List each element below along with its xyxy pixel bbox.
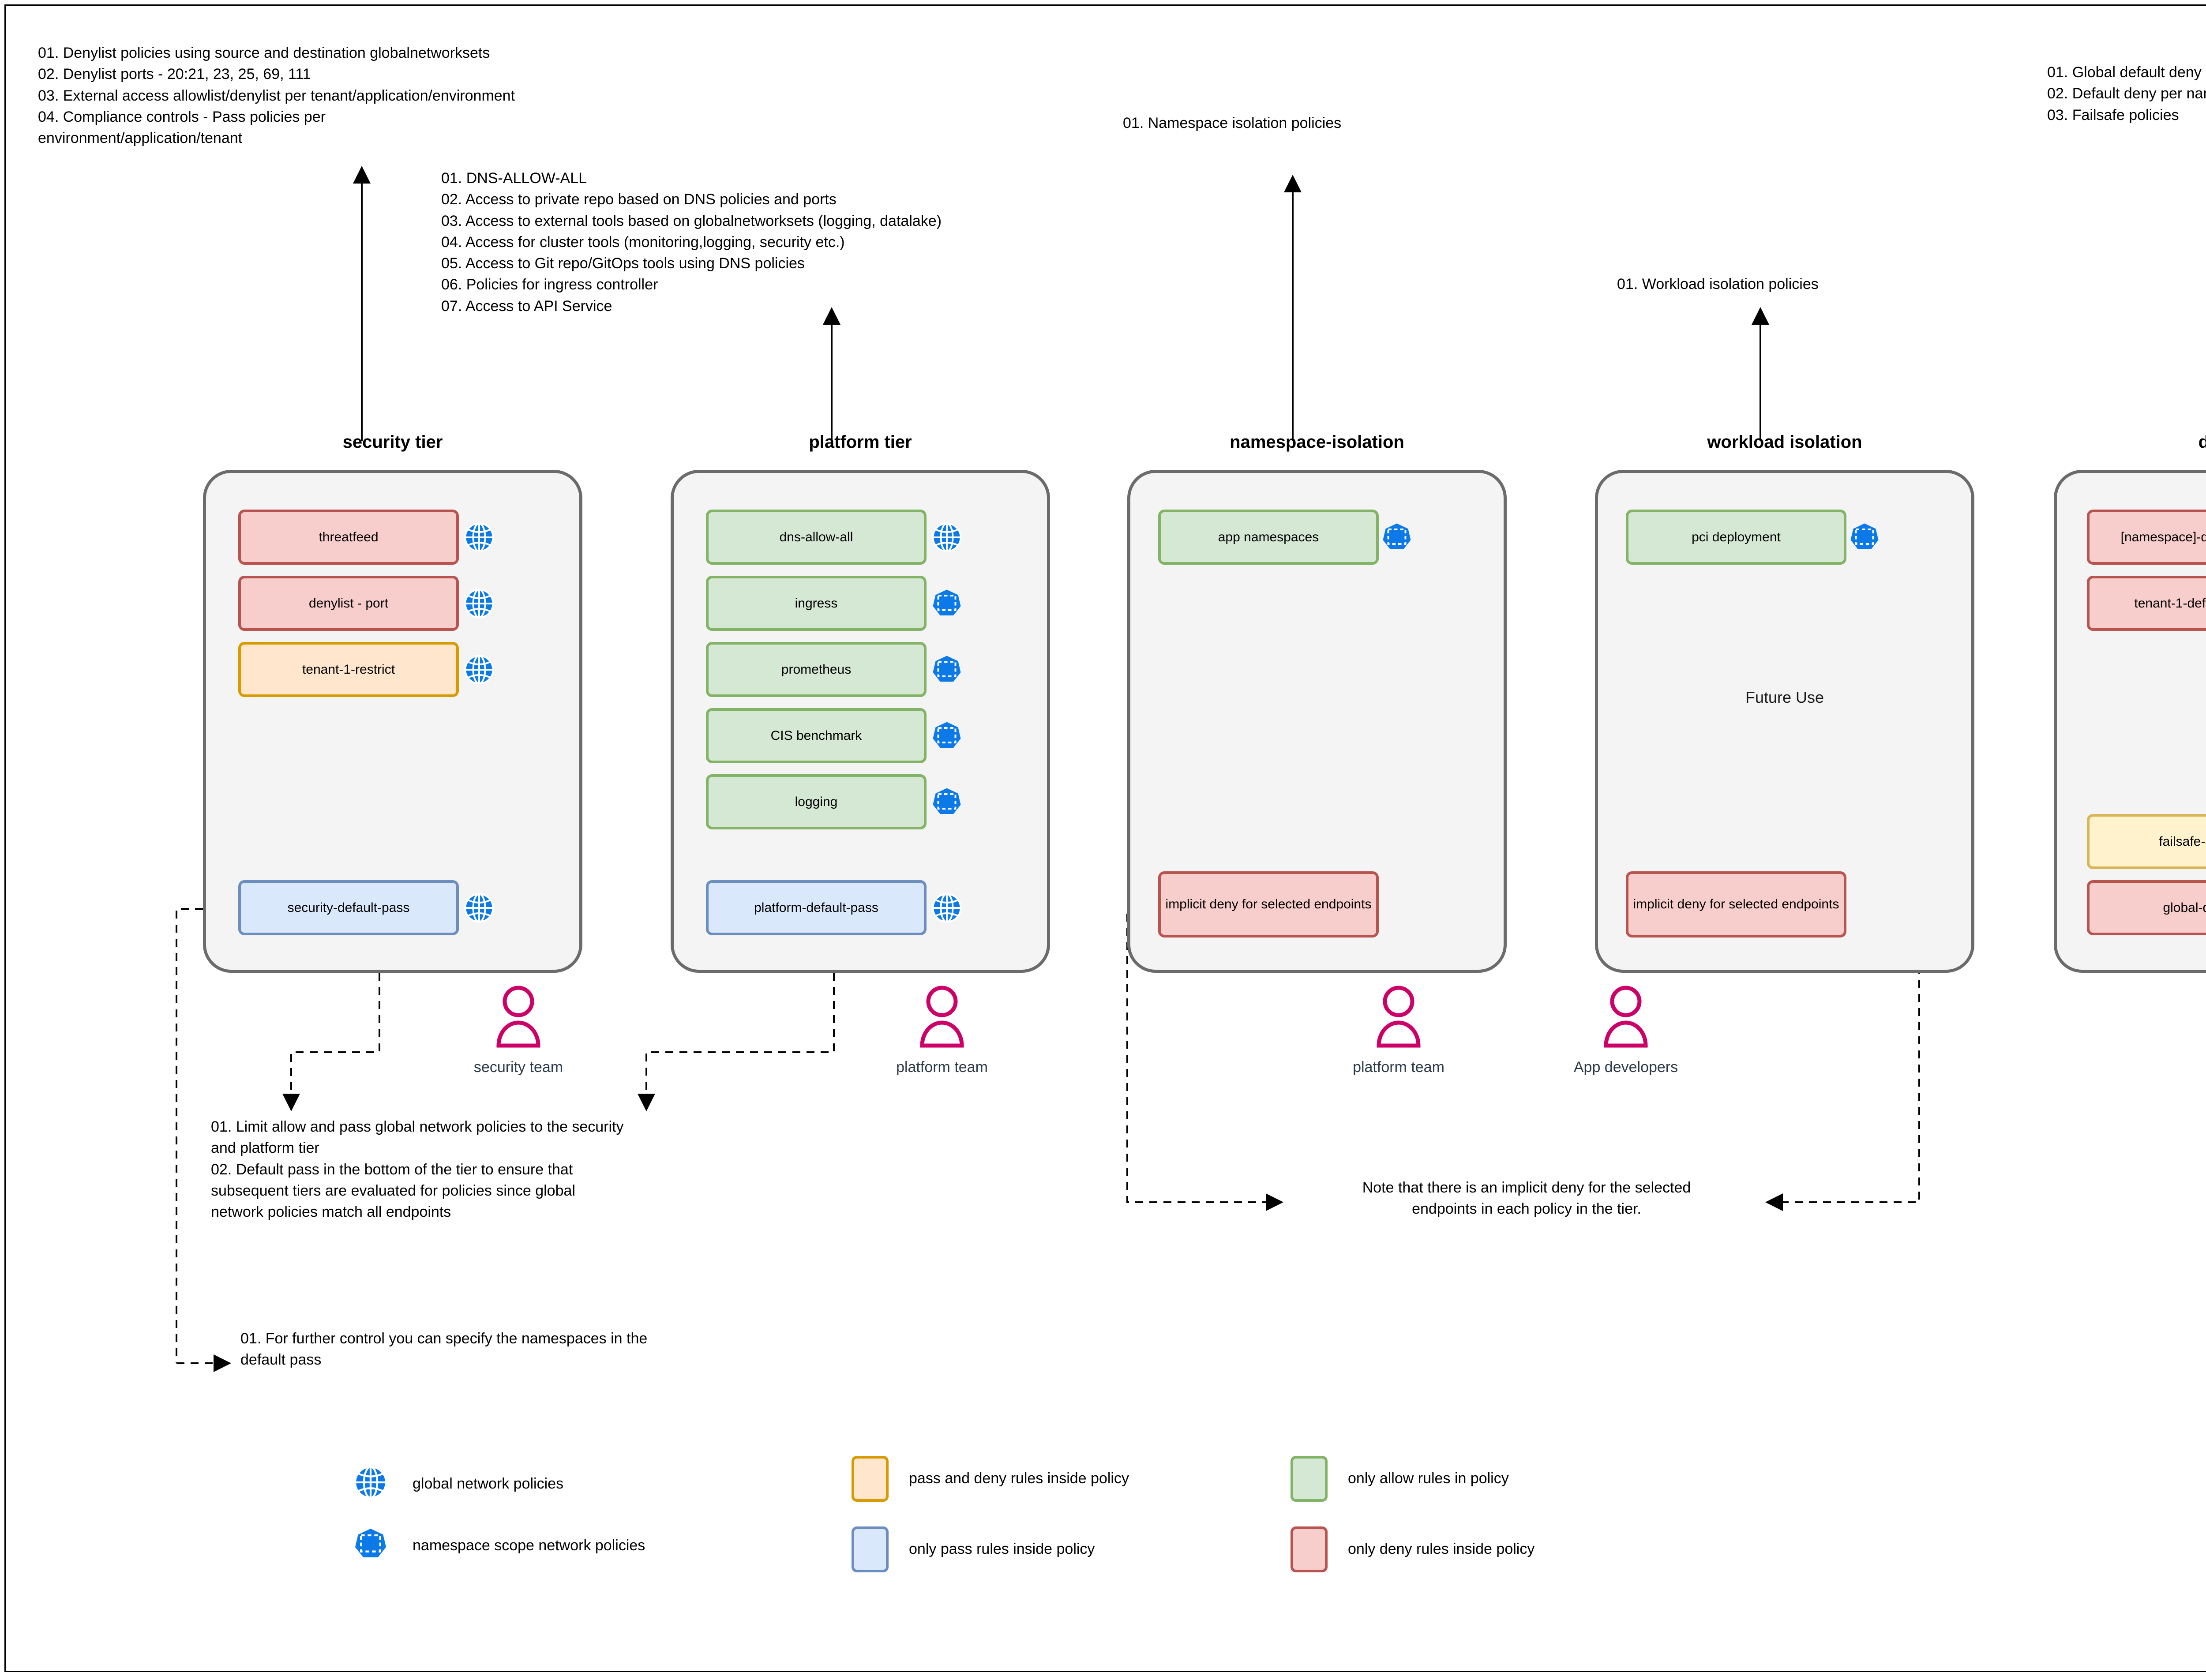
global-network-policy-icon xyxy=(463,654,495,686)
namespace-scope-policy-icon xyxy=(931,720,963,752)
policy-box[interactable]: ingress xyxy=(706,576,927,631)
namespace-scope-policy-icon xyxy=(1850,523,1879,549)
policy-box[interactable]: tenant-1-restrict xyxy=(238,642,459,697)
default-tier-annotation-note: 01. Global default deny 02. Default deny… xyxy=(2047,64,2206,124)
global-network-policy-icon xyxy=(464,655,494,684)
tier-title: security tier xyxy=(342,432,443,452)
policy-box[interactable]: pci deployment xyxy=(1626,510,1846,565)
future-use-label: Future Use xyxy=(1745,688,1824,706)
platform-tier-annotation-note: 01. DNS-ALLOW-ALL 02. Access to private … xyxy=(441,170,942,315)
legend-label: only deny rules inside policy xyxy=(1348,1541,1535,1557)
namespace-scope-policy-icon xyxy=(355,1529,386,1557)
global-network-policy-icon xyxy=(464,893,494,922)
global-network-policy-icon xyxy=(931,892,963,924)
legend-swatch xyxy=(1291,1456,1328,1502)
global-network-policy-icon xyxy=(464,589,494,618)
policy-box[interactable]: [namespace]-default-deny xyxy=(2087,510,2206,565)
legend-label: pass and deny rules inside policy xyxy=(909,1470,1129,1487)
policy-box[interactable]: platform-default-pass xyxy=(706,880,927,935)
policy-box[interactable]: denylist - port xyxy=(238,576,459,631)
policy-box[interactable]: tenant-1-default-deny xyxy=(2087,576,2206,631)
team-label: platform team xyxy=(896,1059,988,1076)
namespace-scope-policy-icon xyxy=(1849,521,1880,553)
namespace-scope-policy-icon xyxy=(931,786,963,818)
team-label: App developers xyxy=(1573,1059,1678,1076)
namespace-scope-policy-icon xyxy=(933,722,961,748)
legend-swatch xyxy=(852,1456,889,1502)
policy-box[interactable]: global-deny xyxy=(2087,880,2206,935)
namespace-scope-policy-icon xyxy=(1383,523,1411,549)
namespace-scope-policy-icon xyxy=(931,654,963,686)
namespace-scope-policy-icon xyxy=(1381,521,1413,553)
team-avatar xyxy=(1374,984,1423,1052)
policy-box[interactable]: logging xyxy=(706,774,927,829)
global-network-policy-icon xyxy=(354,1466,387,1499)
legend-label: only pass rules inside policy xyxy=(909,1541,1095,1557)
global-network-policy-icon xyxy=(463,588,495,619)
legend-label: global network policies xyxy=(413,1475,564,1492)
diagram-frame xyxy=(4,4,2206,1672)
policy-box[interactable]: implicit deny for selected endpoints xyxy=(1626,871,1846,938)
security-platform-bottom-note: 01. Limit allow and pass global network … xyxy=(211,1118,624,1221)
tier-title: workload isolation xyxy=(1707,432,1862,452)
global-network-policy-icon xyxy=(931,521,963,553)
further-control-note: 01. For further control you can specify … xyxy=(240,1330,648,1369)
team-label: security team xyxy=(473,1059,563,1076)
global-network-policy-icon xyxy=(463,521,495,553)
policy-box[interactable]: app namespaces xyxy=(1158,510,1379,565)
policy-box[interactable]: prometheus xyxy=(706,642,927,697)
security-tier-annotation-note: 01. Denylist policies using source and d… xyxy=(38,45,515,147)
policy-box[interactable]: threatfeed xyxy=(238,510,459,565)
global-network-policy-icon xyxy=(932,893,962,922)
namespace-scope-policy-icon xyxy=(931,588,963,619)
policy-box[interactable]: security-default-pass xyxy=(238,880,459,935)
policy-box[interactable]: implicit deny for selected endpoints xyxy=(1158,871,1379,938)
policy-box[interactable]: CIS benchmark xyxy=(706,708,927,763)
tier-title: platform tier xyxy=(809,432,912,452)
legend-swatch xyxy=(852,1526,889,1572)
namespace-scope-policy-icon xyxy=(933,788,961,814)
legend-swatch xyxy=(1291,1526,1328,1572)
global-network-policy-icon xyxy=(932,522,962,552)
namespace-scope-policy-icon xyxy=(353,1526,388,1562)
implicit-deny-note: Note that there is an implicit deny for … xyxy=(1362,1179,1691,1218)
tier-title: namespace-isolation xyxy=(1230,432,1404,452)
tier-title: default tier xyxy=(2198,432,2206,452)
policy-box[interactable]: failsafe-allow xyxy=(2087,814,2206,869)
team-label: platform team xyxy=(1353,1059,1444,1076)
team-avatar xyxy=(918,984,966,1052)
global-network-policy-icon xyxy=(464,522,494,552)
namespace-scope-policy-icon xyxy=(933,589,961,615)
policy-box[interactable]: dns-allow-all xyxy=(706,510,927,565)
namespace-isolation-annotation-note: 01. Namespace isolation policies xyxy=(1123,115,1342,131)
namespace-scope-policy-icon xyxy=(933,656,961,682)
legend-label: namespace scope network policies xyxy=(413,1537,645,1554)
global-network-policy-icon xyxy=(463,892,495,924)
workload-isolation-annotation-note: 01. Workload isolation policies xyxy=(1617,276,1819,292)
team-avatar xyxy=(494,984,543,1052)
global-network-policy-icon xyxy=(353,1465,388,1500)
team-avatar xyxy=(1602,984,1650,1052)
legend-label: only allow rules in policy xyxy=(1348,1470,1509,1487)
